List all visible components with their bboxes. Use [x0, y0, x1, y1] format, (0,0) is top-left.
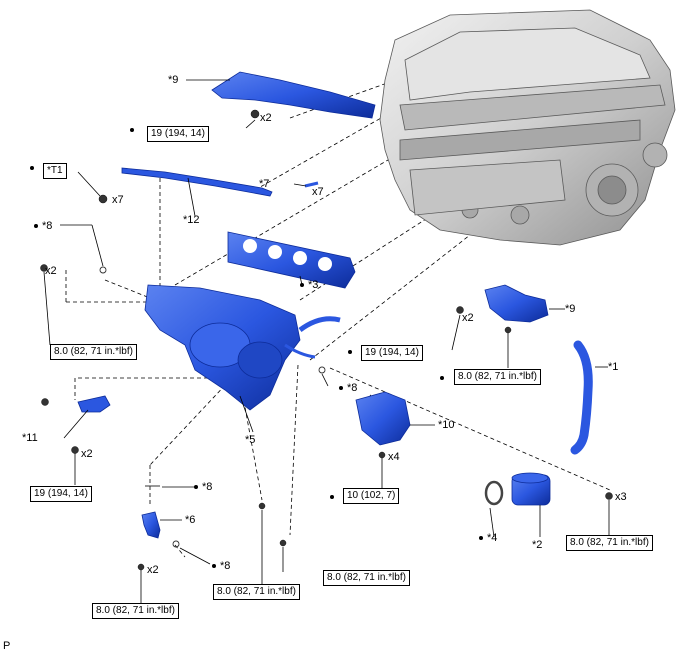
bullet-dot [130, 124, 138, 137]
torque-spec-right-mid: 19 (194, 14) [361, 345, 423, 361]
bullet-dot [348, 346, 356, 359]
part-label-10: *10 [438, 419, 455, 431]
tool-label-t1: *T1 [43, 163, 67, 179]
engine-block [379, 9, 676, 246]
torque-spec-top: 19 (194, 14) [147, 126, 209, 142]
part-label-8-d: *8 [212, 560, 230, 573]
torque-spec-left-low: 19 (194, 14) [30, 486, 92, 502]
torque-spec-left-mid: 8.0 (82, 71 in.*lbf) [50, 344, 137, 360]
heat-insulator-right [484, 284, 549, 323]
manifold-gasket-3 [227, 231, 356, 289]
stud-7 [304, 181, 319, 188]
bullet-dot [440, 372, 448, 385]
qty-label-x3: x3 [615, 491, 627, 503]
torque-spec-right-low: 8.0 (82, 71 in.*lbf) [566, 535, 653, 551]
component-2 [511, 472, 551, 506]
part-label-3: *3 [300, 279, 318, 292]
gasket-12 [121, 167, 273, 197]
part-label-2: *2 [532, 539, 543, 551]
torque-spec-right-mid2: 8.0 (82, 71 in.*lbf) [454, 369, 541, 385]
water-pipe-1 [570, 340, 593, 455]
part-label-8-c: *8 [194, 481, 212, 494]
qty-label-x7-b: x7 [312, 186, 324, 198]
turbocharger-assembly-5 [144, 284, 341, 411]
part-label-8-b: *8 [339, 382, 357, 395]
qty-label-x7-a: x7 [112, 194, 124, 206]
part-label-9-right: *9 [565, 303, 576, 315]
part-label-1: *1 [608, 361, 619, 373]
bracket-11 [77, 395, 111, 413]
part-label-8-a: *8 [34, 220, 52, 233]
bullet-dot [30, 162, 38, 175]
footer-mark: P [3, 640, 11, 652]
qty-label-x2-c: x2 [462, 312, 474, 324]
alignment-lines [65, 81, 611, 558]
qty-label-x2-e: x2 [147, 564, 159, 576]
leader-lines [43, 79, 610, 603]
part-label-5: *5 [245, 434, 256, 446]
torque-spec-center: 10 (102, 7) [343, 488, 400, 504]
part-label-7: *7 [259, 178, 270, 190]
qty-label-x2-b: x2 [45, 265, 57, 277]
heat-insulator-10 [355, 391, 411, 446]
qty-label-x4: x4 [388, 451, 400, 463]
bracket-6 [141, 511, 161, 539]
o-rings-8 [99, 266, 326, 548]
part-label-9-upper: *9 [168, 74, 179, 86]
qty-label-x2-a: x2 [260, 112, 272, 124]
part-label-4: *4 [479, 532, 497, 545]
torque-spec-bottom-left: 8.0 (82, 71 in.*lbf) [92, 603, 179, 619]
part-label-6: *6 [185, 514, 196, 526]
bullet-dot [330, 491, 338, 504]
gasket-ring-4 [484, 480, 504, 506]
heat-insulator-upper [211, 71, 376, 119]
torque-spec-bottom-mid2: 8.0 (82, 71 in.*lbf) [323, 570, 410, 586]
qty-label-x2-d: x2 [81, 448, 93, 460]
part-label-11: *11 [22, 432, 38, 444]
bolts [40, 109, 613, 571]
part-label-12: *12 [183, 214, 200, 226]
torque-spec-bottom-mid: 8.0 (82, 71 in.*lbf) [213, 584, 300, 600]
